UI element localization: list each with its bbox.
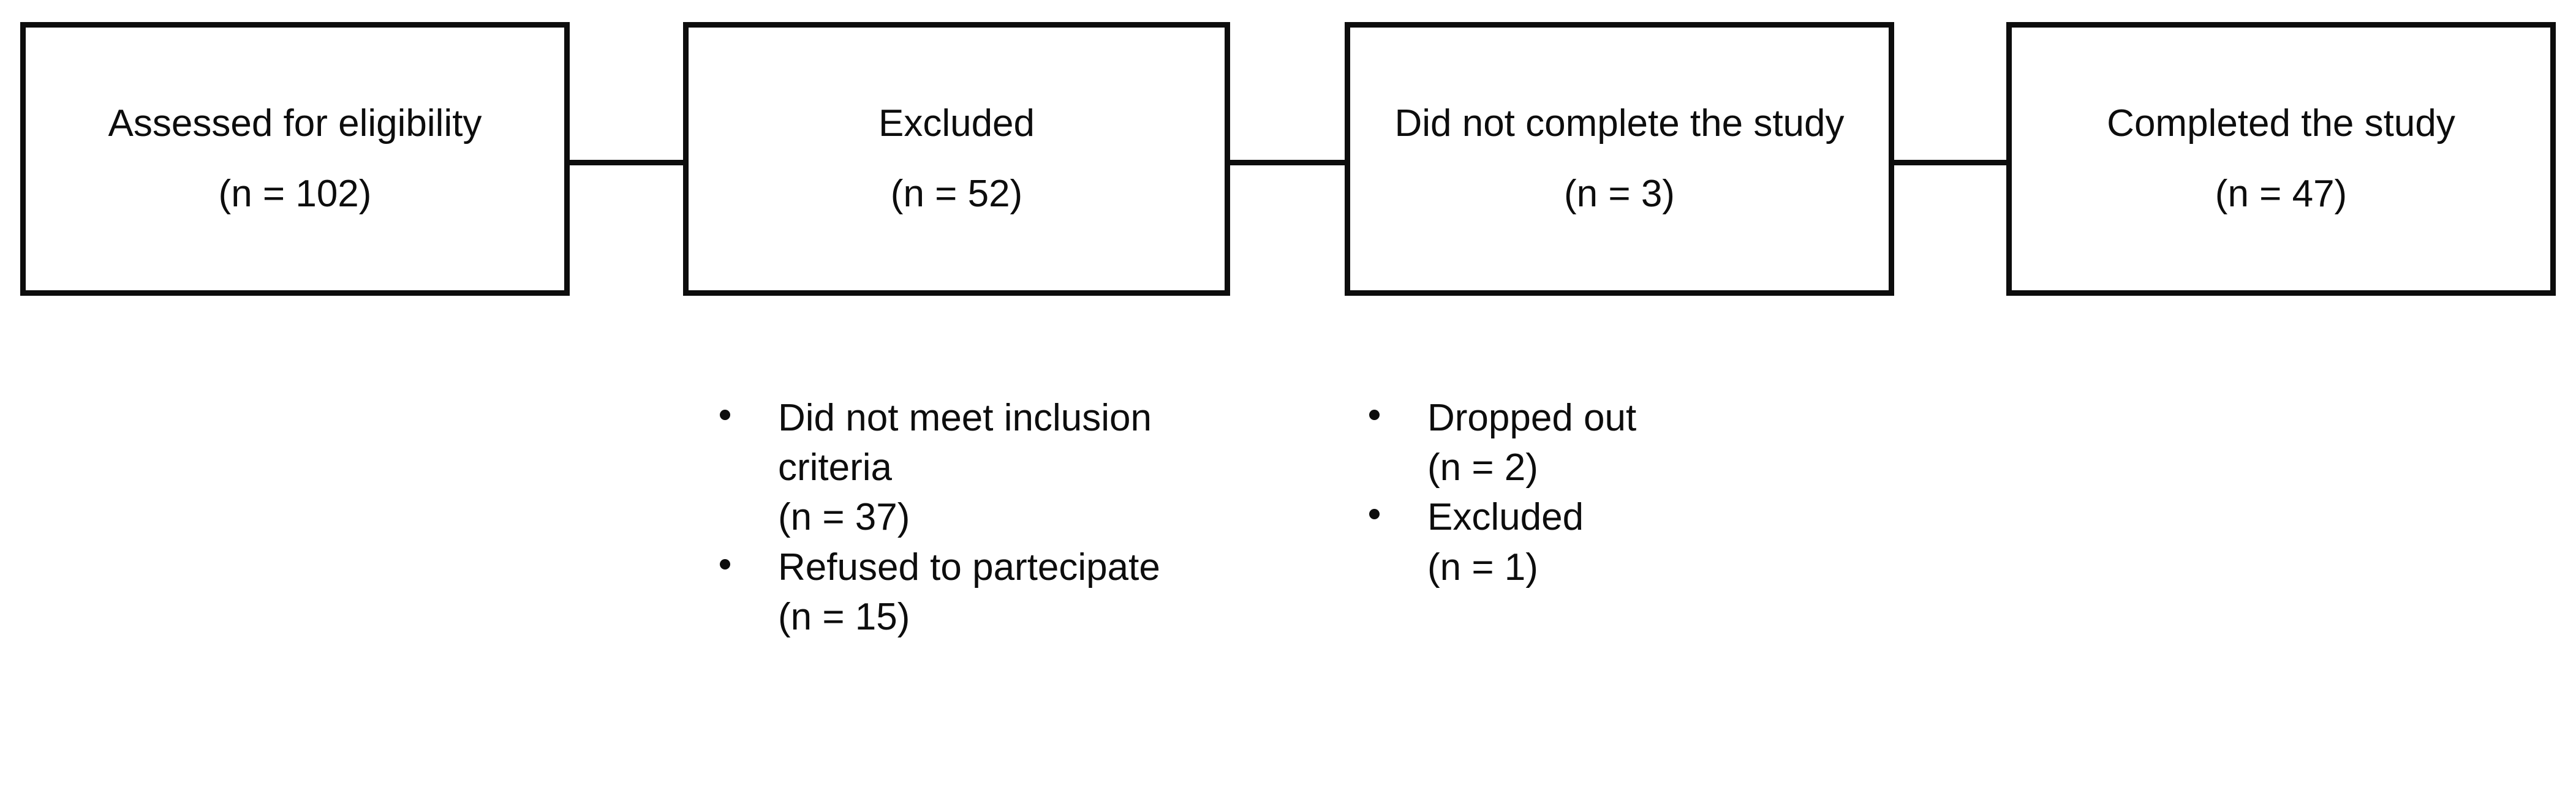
node-excluded-count: (n = 52) [890,172,1023,215]
bullet-dot-icon [1369,410,1380,420]
bullet-dot-icon [720,558,730,570]
node-excluded: Excluded (n = 52) [683,22,1230,296]
attrition-reason-text: Dropped out [1427,397,1637,439]
node-did-not-complete-label: Did not complete the study [1394,102,1845,145]
connector-did-not-complete-to-completed [1893,160,2008,165]
attrition-reason-count: (n = 2) [1427,446,1538,489]
connector-excluded-to-did-not-complete [1229,160,1347,165]
node-completed-the-study: Completed the study (n = 47) [2006,22,2556,296]
node-did-not-complete-the-study: Did not complete the study (n = 3) [1345,22,1894,296]
node-assessed-for-eligibility: Assessed for eligibility (n = 102) [20,22,570,296]
node-did-not-complete-count: (n = 3) [1564,172,1675,215]
exclusion-reason-count: (n = 37) [778,496,910,539]
list-item: Did not meet inclusion criteria (n = 37) [694,393,1233,543]
exclusion-reasons-list: Did not meet inclusion criteria (n = 37)… [694,393,1233,642]
attrition-reason-text: Excluded [1427,496,1584,539]
node-completed-count: (n = 47) [2215,172,2347,215]
list-item: Dropped out (n = 2) [1343,393,1883,492]
attrition-reason-count: (n = 1) [1427,546,1538,588]
node-assessed-count: (n = 102) [218,172,372,215]
attrition-reasons-list: Dropped out (n = 2) Excluded (n = 1) [1343,393,1883,592]
node-completed-label: Completed the study [2107,102,2455,145]
exclusion-reason-text: Refused to partecipate [778,546,1160,588]
node-excluded-label: Excluded [878,102,1035,145]
connector-assessed-to-excluded [568,160,685,165]
list-item: Refused to partecipate (n = 15) [694,543,1233,642]
exclusion-reason-text: Did not meet inclusion criteria [778,397,1152,489]
bullet-dot-icon [1369,509,1380,520]
list-item: Excluded (n = 1) [1343,492,1883,592]
exclusion-reason-count: (n = 15) [778,595,910,638]
bullet-dot-icon [720,410,730,420]
node-assessed-label: Assessed for eligibility [108,102,482,145]
